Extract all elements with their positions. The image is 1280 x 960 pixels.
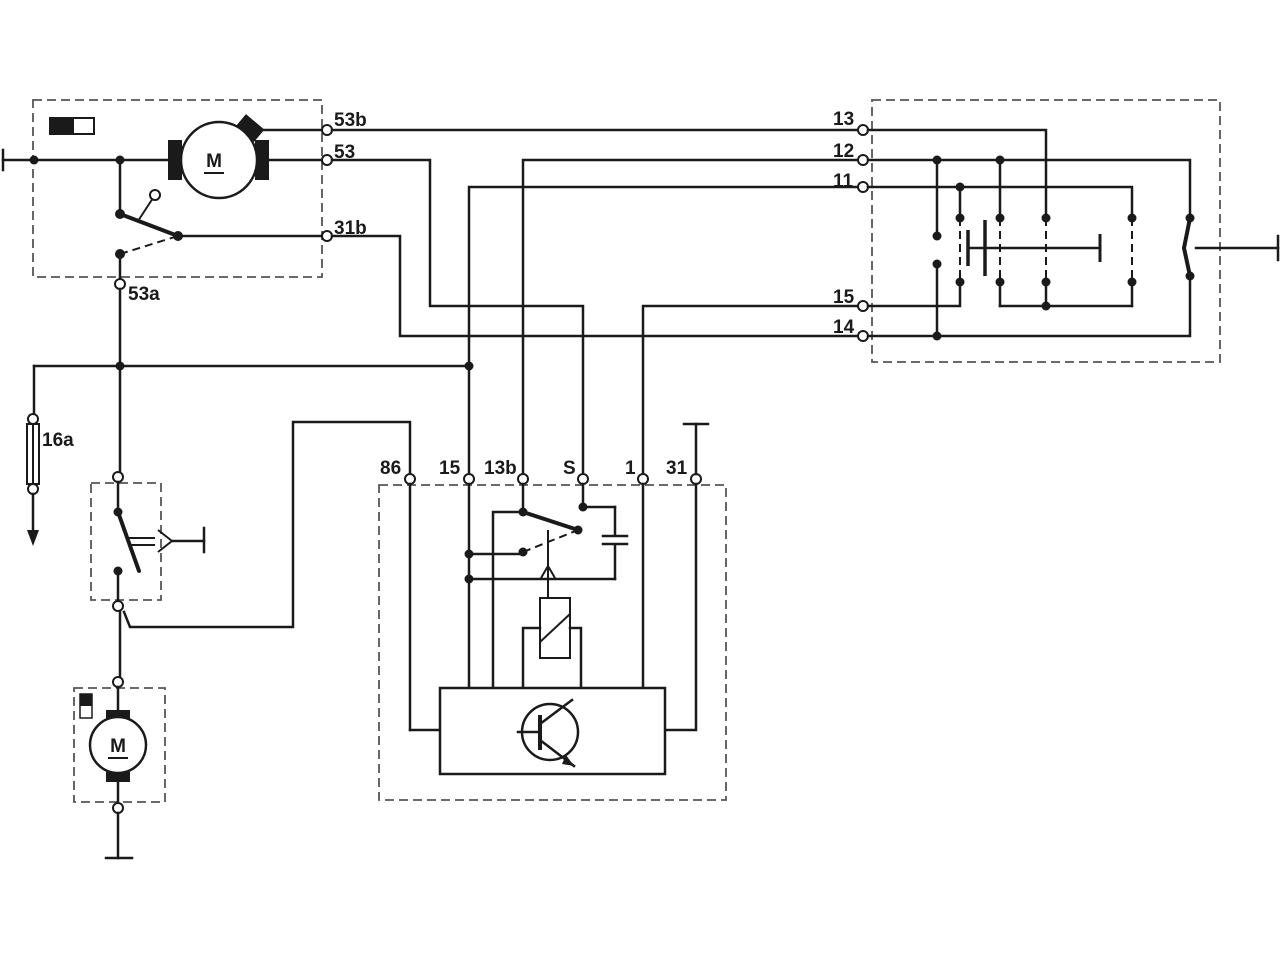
terminal-53 [321, 154, 333, 166]
terminal-15 [463, 473, 475, 485]
terminal-label-31b: 31b [334, 218, 367, 239]
terminal-label-53b: 53b [334, 110, 367, 131]
control-unit: 86 15 13b S 1 31 [378, 422, 727, 801]
terminal-13b [517, 473, 529, 485]
washer-motor-label: M [110, 736, 126, 757]
washer-pump-unit: M [73, 676, 166, 860]
terminal-label-53: 53 [334, 142, 355, 163]
terminal-label-11: 11 [833, 171, 854, 192]
interconnect-wires [32, 128, 860, 679]
terminal-label-13: 13 [833, 109, 854, 130]
terminal-label-15: 15 [439, 458, 461, 479]
terminal-53b [321, 124, 333, 136]
terminal-53a [114, 278, 126, 290]
terminal-label-15-switch: 15 [833, 287, 855, 308]
terminal-86 [404, 473, 416, 485]
transistor-symbol [516, 698, 580, 768]
terminal-label-12: 12 [833, 141, 854, 162]
terminal-31b [321, 230, 333, 242]
terminal-1 [637, 473, 649, 485]
fuse-label: 16a [42, 430, 74, 451]
terminal-15-switch [857, 300, 869, 312]
wiper-motor: M [168, 114, 269, 200]
terminal-S [577, 473, 589, 485]
terminal-11 [857, 181, 869, 193]
terminal-label-14: 14 [833, 317, 855, 338]
indicator-symbol [49, 117, 95, 135]
terminal-label-13b: 13b [484, 458, 517, 479]
fuse-16a: 16a [26, 413, 74, 546]
terminal-label-1: 1 [625, 458, 636, 479]
terminal-14 [857, 330, 869, 342]
washer-switch [90, 471, 206, 612]
terminal-label-53a: 53a [128, 284, 160, 305]
wiper-motor-unit: M 53b 53 31b 53a [1, 99, 367, 305]
terminal-label-31: 31 [666, 458, 688, 479]
terminal-31 [690, 473, 702, 485]
terminal-label-86: 86 [380, 458, 401, 479]
motor-label: M [206, 151, 222, 172]
wiper-motor-housing [32, 99, 323, 278]
switch-unit: 13 12 11 15 14 [833, 99, 1280, 363]
terminal-label-S: S [563, 458, 576, 479]
terminal-12 [857, 154, 869, 166]
terminal-13 [857, 124, 869, 136]
